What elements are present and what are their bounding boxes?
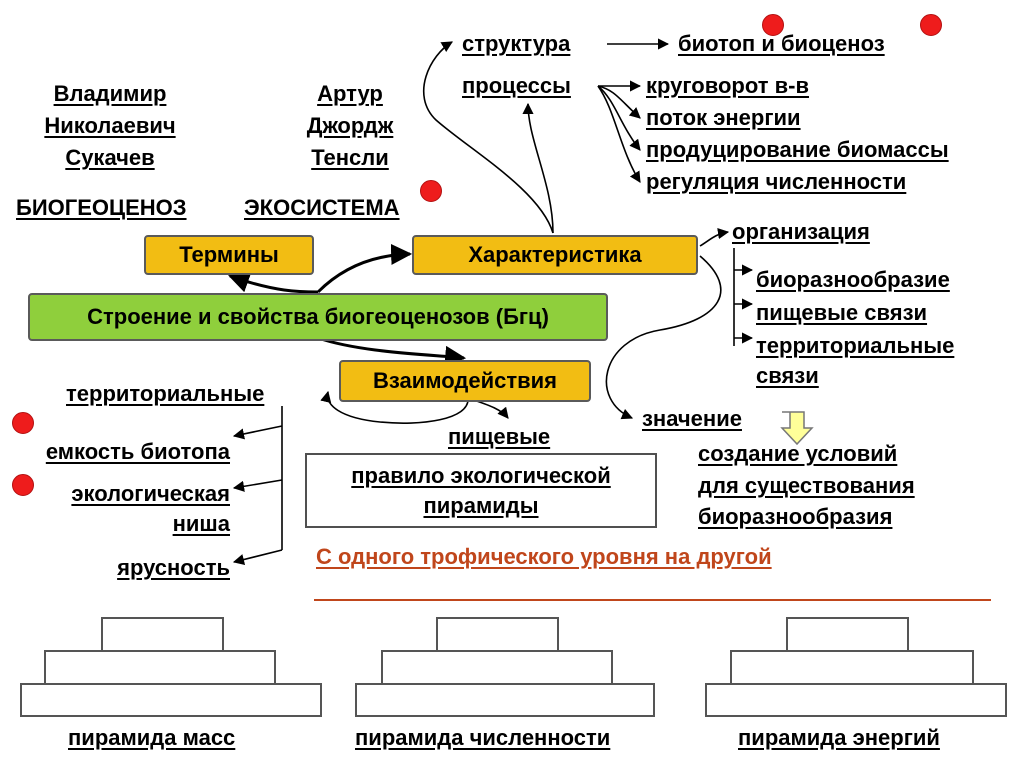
organization-item: биоразнообразие — [756, 267, 950, 292]
pyramid-label: пирамида численности — [355, 725, 611, 750]
arrow-to-structure — [422, 41, 554, 234]
term-ecosystem: ЭКОСИСТЕМА — [244, 195, 400, 220]
food-label: пищевые — [448, 424, 551, 449]
territorial-item: емкость биотопа — [45, 439, 230, 464]
territorial-label: территориальные — [66, 381, 265, 406]
trophic-transfer-text: С одного трофического уровня на другой — [316, 544, 772, 569]
organization-item: пищевые связи — [756, 300, 928, 325]
arrow-to-organization — [699, 228, 730, 247]
terms-box: Термины — [144, 235, 314, 275]
main-topic-box: Строение и свойства биогеоценозов (Бгц) — [28, 293, 608, 341]
separator-line — [314, 599, 991, 601]
organization-label: организация — [732, 219, 870, 244]
red-marker-icon — [12, 474, 34, 496]
meaning-text: биоразнообразия — [698, 504, 893, 529]
red-marker-icon — [420, 180, 442, 202]
red-marker-icon — [920, 14, 942, 36]
meaning-text: создание условий — [698, 441, 898, 466]
meaning-label: значение — [642, 406, 742, 431]
red-marker-icon — [12, 412, 34, 434]
structure-result: биотоп и биоценоз — [678, 31, 885, 56]
arrow-to-processes — [522, 102, 554, 234]
characteristics-box: Характеристика — [412, 235, 698, 275]
processes-label: процессы — [462, 73, 571, 98]
territorial-item: ярусность — [117, 555, 230, 580]
arrow-to-interactions — [317, 336, 467, 367]
meaning-arrow — [780, 411, 814, 446]
pyramid-label: пирамида энергий — [738, 725, 940, 750]
process-item: круговорот в-в — [646, 73, 809, 98]
organization-item: связи — [756, 363, 819, 388]
territorial-item: экологическая — [71, 481, 230, 506]
red-marker-icon — [762, 14, 784, 36]
ecological-pyramid-rule: правило экологической пирамиды — [305, 453, 657, 528]
structure-label: структура — [462, 31, 571, 56]
process-item: поток энергии — [646, 105, 801, 130]
process-item: продуцирование биомассы — [646, 137, 949, 162]
arrow-to-meaning — [605, 255, 722, 420]
tansley-name: Артур Джордж Тенсли — [306, 81, 394, 170]
organization-item: территориальные — [756, 333, 955, 358]
term-biogeocenosis: БИОГЕОЦЕНОЗ — [16, 195, 187, 220]
arrow-to-characteristics — [316, 243, 413, 294]
interactions-box: Взаимодействия — [339, 360, 591, 402]
territorial-item: ниша — [172, 511, 230, 536]
process-item: регуляция численности — [646, 169, 907, 194]
pyramid-label: пирамида масс — [68, 725, 236, 750]
meaning-text: для существования — [698, 473, 915, 498]
sukachev-name: Владимир Николаевич Сукачев — [44, 81, 176, 170]
arrow-to-terms — [228, 272, 319, 294]
interactions-loop — [320, 390, 469, 424]
